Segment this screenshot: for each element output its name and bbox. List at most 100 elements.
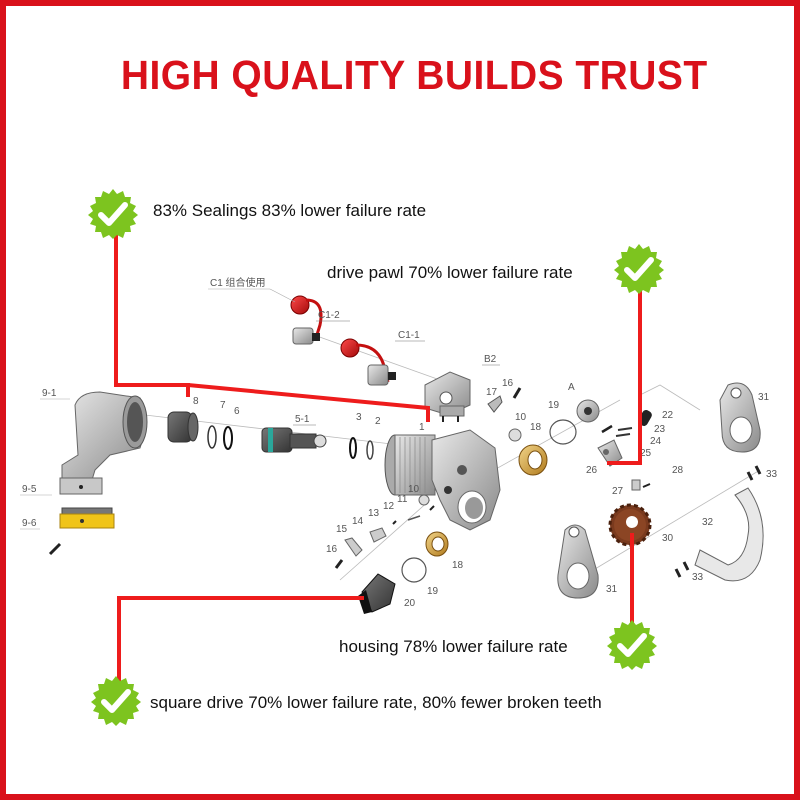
part-plate-31-lower — [557, 524, 599, 599]
part-screw-33-upper-a — [746, 471, 754, 481]
label-c1: C1 组合使用 — [210, 276, 266, 289]
label-b2: B2 — [484, 354, 497, 365]
check-badge-icon — [607, 620, 657, 670]
part-spring-24 — [615, 433, 631, 437]
part-pin-9-6 — [48, 542, 62, 556]
part-housing-1 — [384, 429, 501, 531]
callout-square-drive-text: square drive 70% lower failure rate, 80%… — [150, 693, 602, 712]
part-lever-17 — [487, 395, 503, 413]
part-coupler-c1-2 — [290, 295, 323, 345]
part-strap-32 — [694, 487, 764, 582]
part-spring-12 — [407, 515, 421, 521]
label-16-lower: 16 — [326, 544, 338, 555]
label-16-upper: 16 — [502, 378, 514, 389]
label-15: 15 — [336, 524, 348, 535]
label-c1-2: C1-2 — [318, 310, 340, 321]
part-labels: C1 组合使用 C1-2 C1-1 B2 9-1 9-5 9-6 8 7 6 5… — [20, 276, 778, 609]
label-11: 11 — [397, 494, 408, 505]
part-screw-33-lower-b — [682, 561, 690, 571]
part-plug-10-lower — [418, 494, 430, 506]
label-22: 22 — [662, 410, 674, 421]
callout-housing-text: housing 78% lower failure rate — [339, 637, 568, 656]
part-coupler-c1-1 — [340, 338, 396, 386]
part-swivel-b2 — [424, 371, 471, 422]
part-ring-19-lower — [401, 557, 427, 583]
part-knob-a — [576, 399, 600, 423]
part-piston-5-1 — [261, 427, 327, 453]
label-3: 3 — [356, 412, 362, 423]
label-9-1: 9-1 — [42, 388, 57, 399]
part-bushing-18 — [518, 444, 548, 476]
label-28: 28 — [672, 465, 684, 476]
part-oring-7 — [207, 425, 217, 449]
label-2: 2 — [375, 416, 381, 427]
label-26: 26 — [586, 465, 598, 476]
label-31-upper: 31 — [758, 392, 770, 403]
label-25: 25 — [640, 448, 652, 459]
check-badge-icon — [88, 189, 138, 239]
callout-drive-pawl-text: drive pawl 70% lower failure rate — [327, 263, 573, 282]
part-ring-2 — [366, 440, 374, 460]
label-17: 17 — [486, 387, 498, 398]
part-plate-31-upper — [719, 382, 761, 453]
callout-sealings-text: 83% Sealings 83% lower failure rate — [153, 201, 427, 220]
part-pin-pawl — [601, 424, 613, 434]
label-a: A — [568, 382, 575, 393]
part-screw-16 — [512, 387, 522, 399]
label-8: 8 — [193, 396, 199, 407]
part-spring-23 — [617, 427, 633, 431]
label-20: 20 — [404, 598, 416, 609]
part-bushing-18-lower — [425, 531, 449, 557]
label-18-lower: 18 — [452, 560, 464, 571]
part-screw-16-lower — [334, 559, 344, 569]
label-9-6: 9-6 — [22, 518, 37, 529]
label-32: 32 — [702, 517, 714, 528]
check-badge-icon — [91, 676, 141, 726]
part-pin-13 — [392, 520, 397, 525]
part-square-drive-20 — [358, 573, 396, 614]
check-badge-icon — [614, 244, 664, 294]
part-lever-15 — [344, 537, 363, 557]
label-24: 24 — [650, 436, 662, 447]
label-27: 27 — [612, 486, 624, 497]
part-bushing-8 — [167, 411, 199, 443]
part-pawl-26 — [597, 439, 623, 467]
label-7: 7 — [220, 400, 226, 411]
label-33-lower: 33 — [692, 572, 704, 583]
label-23: 23 — [654, 424, 666, 435]
label-12: 12 — [383, 501, 395, 512]
part-screw-33-lower-a — [674, 568, 682, 578]
part-clip-27 — [631, 479, 641, 491]
part-pin-11 — [429, 505, 435, 511]
label-10-upper: 10 — [515, 412, 527, 423]
part-plug-10 — [508, 428, 522, 442]
label-19-upper: 19 — [548, 400, 560, 411]
label-9-5: 9-5 — [22, 484, 37, 495]
label-33-upper: 33 — [766, 469, 778, 480]
label-1: 1 — [419, 422, 425, 433]
part-ring-19 — [549, 419, 577, 445]
leader-sealings — [114, 230, 430, 422]
part-pawl-14 — [369, 527, 387, 543]
part-screw-33-upper-b — [754, 465, 762, 475]
page-title: HIGH QUALITY BUILDS TRUST — [120, 52, 708, 98]
label-31-lower: 31 — [606, 584, 618, 595]
label-10-lower: 10 — [408, 484, 420, 495]
leader-drive-pawl — [607, 288, 642, 465]
leader-square-drive — [117, 596, 364, 682]
callout-leader-lines — [114, 230, 642, 682]
label-13: 13 — [368, 508, 380, 519]
part-screw-28 — [642, 483, 651, 488]
part-oring-6 — [223, 426, 233, 450]
part-reaction-arm-9-1 — [59, 391, 148, 495]
label-6: 6 — [234, 406, 240, 417]
part-oring-3 — [349, 437, 357, 459]
part-block-9-5 — [59, 507, 115, 529]
part-ratchet-gear-30 — [608, 503, 652, 547]
label-18-upper: 18 — [530, 422, 542, 433]
label-14: 14 — [352, 516, 364, 527]
label-19-lower: 19 — [427, 586, 439, 597]
label-5-1: 5-1 — [295, 414, 310, 425]
label-c1-1: C1-1 — [398, 330, 420, 341]
